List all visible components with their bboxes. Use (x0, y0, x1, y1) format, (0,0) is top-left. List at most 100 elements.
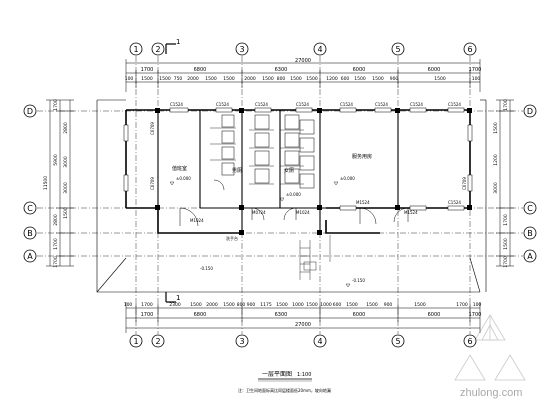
level-mark: ±0.000 (176, 176, 191, 181)
svg-text:2000: 2000 (244, 76, 256, 82)
level-triangles (169, 181, 351, 288)
top-segment-dimension: 6000 (428, 67, 441, 73)
svg-text:100: 100 (472, 76, 481, 82)
svg-text:1500: 1500 (290, 76, 302, 82)
axis-bubble-6: 6 (463, 42, 477, 56)
svg-text:1500: 1500 (414, 302, 426, 308)
drawing-note: 注：卫生间地面标高比同层楼面低20mm，坡向地漏 (238, 387, 331, 393)
left-dimension-lines (46, 99, 74, 267)
svg-text:100: 100 (473, 302, 482, 308)
top-overall-dimension: 27000 (295, 58, 311, 64)
svg-text:3000: 3000 (493, 182, 499, 194)
svg-text:900: 900 (390, 76, 399, 82)
axis-bubble-A-right: A (523, 249, 537, 263)
axis-bubble-5: 5 (391, 42, 405, 56)
svg-text:C1524: C1524 (448, 102, 461, 107)
svg-text:1500: 1500 (354, 76, 366, 82)
axis-bubble-C-right: C (523, 201, 537, 215)
svg-text:1500: 1500 (346, 302, 358, 308)
opening-codes: C1524 C1524 C1524 C1524 C1524 C1524 C152… (150, 102, 467, 223)
top-dimension-lines (125, 59, 481, 92)
svg-text:C0709: C0709 (462, 177, 467, 190)
svg-text:5900: 5900 (53, 154, 59, 166)
axis-bubble-1-bottom: 1 (129, 334, 143, 348)
svg-text:5: 5 (395, 45, 400, 54)
svg-text:1500: 1500 (503, 238, 509, 250)
toilet-stalls (221, 114, 315, 189)
svg-text:600: 600 (341, 76, 350, 82)
svg-text:1500: 1500 (306, 302, 318, 308)
axis-bubble-6-bottom: 6 (463, 334, 477, 348)
axis-bubble-3-bottom: 3 (235, 334, 249, 348)
left-axis-bubbles: D C B A (23, 104, 37, 263)
room-label-service: 服务用房 (352, 153, 372, 160)
svg-text:2: 2 (155, 337, 160, 346)
watermark-logo-icon (454, 314, 526, 381)
level-marks: ±0.000 ±0.000 ±0.000 -0.150 -0.150 (176, 176, 365, 283)
svg-text:3: 3 (239, 337, 244, 346)
bottom-segment-dimension: 1700 (469, 312, 482, 318)
room-label-female-wc: 女厕 (284, 167, 294, 174)
axis-bubble-2-bottom: 2 (151, 334, 165, 348)
axis-bubble-D: D (23, 104, 37, 118)
axis-bubble-A: A (23, 249, 37, 263)
sink-label: 洗手台 (226, 235, 238, 241)
door-swings (179, 179, 409, 227)
axis-bubble-4: 4 (313, 42, 327, 56)
axis-bubble-2: 2 (151, 42, 165, 56)
axis-bubble-D-right: D (523, 104, 537, 118)
level-mark: ±0.000 (286, 192, 301, 197)
top-dimension-text: 27000 1700 6800 6300 6000 6000 1700 100 … (125, 58, 482, 82)
svg-text:1: 1 (133, 337, 138, 346)
svg-text:1700: 1700 (53, 256, 59, 268)
axis-bubble-3: 3 (235, 42, 249, 56)
svg-text:1700: 1700 (503, 214, 509, 226)
svg-text:800: 800 (237, 302, 246, 308)
right-dimension-lines (496, 99, 514, 267)
grid-lines (37, 56, 523, 334)
axis-bubble-C: C (23, 201, 37, 215)
svg-text:B: B (527, 229, 533, 238)
axis-bubble-B-right: B (523, 226, 537, 240)
svg-text:1500: 1500 (63, 207, 69, 219)
drawing-title-text: 一层平面图 (262, 371, 292, 378)
section-mark-bottom: 1 (176, 294, 180, 302)
svg-text:1200: 1200 (493, 154, 499, 166)
svg-text:C1524: C1524 (410, 102, 423, 107)
svg-text:C1524: C1524 (340, 102, 353, 107)
top-segment-dimension: 6800 (194, 67, 207, 73)
svg-text:3: 3 (239, 45, 244, 54)
svg-text:800: 800 (277, 76, 286, 82)
svg-text:1500: 1500 (372, 76, 384, 82)
top-windows (169, 107, 465, 211)
svg-text:2: 2 (155, 45, 160, 54)
svg-text:3000: 3000 (63, 156, 69, 168)
svg-text:1500: 1500 (306, 76, 318, 82)
svg-text:M1524: M1524 (404, 210, 418, 215)
svg-text:3000: 3000 (63, 182, 69, 194)
svg-text:900: 900 (247, 302, 256, 308)
top-segment-dimension: 1700 (469, 67, 482, 73)
svg-text:M1024: M1024 (296, 210, 310, 215)
stall-partitions (210, 127, 304, 185)
right-dimension-text: 1700 1700 1700 1500 1200 3000 1500 (493, 99, 509, 268)
svg-text:C: C (527, 204, 533, 213)
svg-text:C1524: C1524 (296, 102, 309, 107)
svg-text:900: 900 (384, 302, 393, 308)
svg-text:C1524: C1524 (375, 102, 388, 107)
side-windows (123, 124, 473, 192)
svg-text:1: 1 (133, 45, 138, 54)
svg-text:6: 6 (467, 45, 472, 54)
axis-bubble-B: B (23, 226, 37, 240)
svg-text:750: 750 (174, 76, 183, 82)
svg-text:1500: 1500 (205, 76, 217, 82)
svg-text:1700: 1700 (53, 238, 59, 250)
svg-text:2800: 2800 (53, 214, 59, 226)
svg-text:1700: 1700 (141, 302, 153, 308)
section-marks (165, 43, 176, 303)
svg-text:1700: 1700 (456, 302, 468, 308)
svg-text:100: 100 (124, 302, 133, 308)
svg-text:C0709: C0709 (150, 122, 155, 135)
section-mark-top: 1 (176, 38, 180, 46)
